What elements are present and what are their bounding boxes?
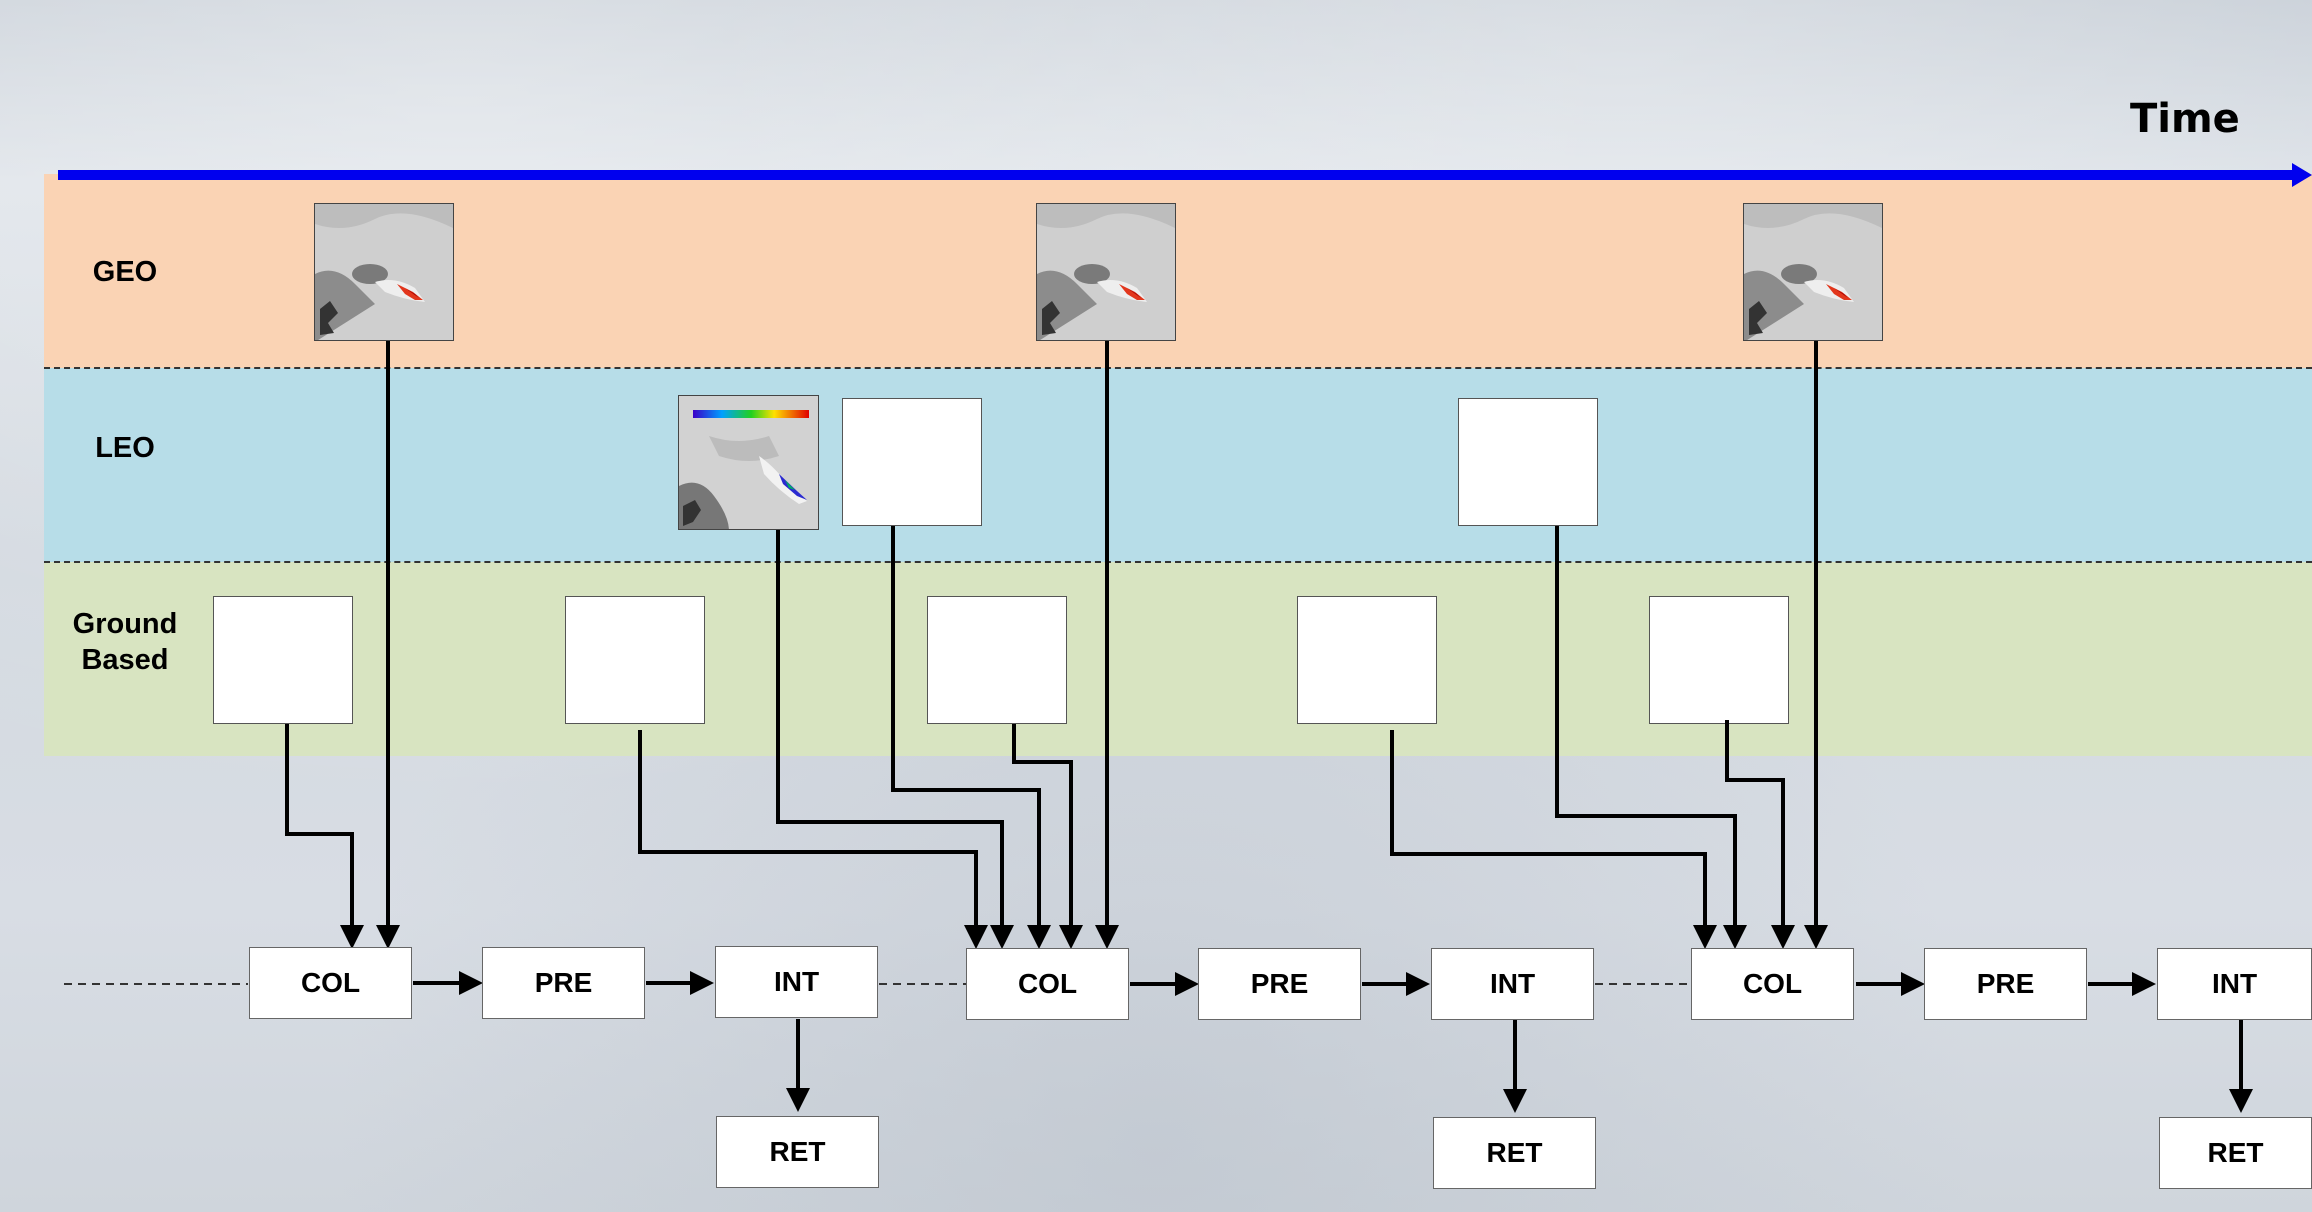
col-box: COL xyxy=(249,947,412,1019)
time-axis-arrowhead xyxy=(2292,163,2312,187)
col-box: COL xyxy=(966,948,1129,1020)
ret-box: RET xyxy=(1433,1117,1596,1189)
pre-box: PRE xyxy=(482,947,645,1019)
pre-box: PRE xyxy=(1198,948,1361,1020)
int-box: INT xyxy=(1431,948,1594,1020)
ret-box: RET xyxy=(716,1116,879,1188)
pre-box: PRE xyxy=(1924,948,2087,1020)
col-box: COL xyxy=(1691,948,1854,1020)
int-box: INT xyxy=(715,946,878,1018)
int-box: INT xyxy=(2157,948,2312,1020)
ret-box: RET xyxy=(2159,1117,2312,1189)
